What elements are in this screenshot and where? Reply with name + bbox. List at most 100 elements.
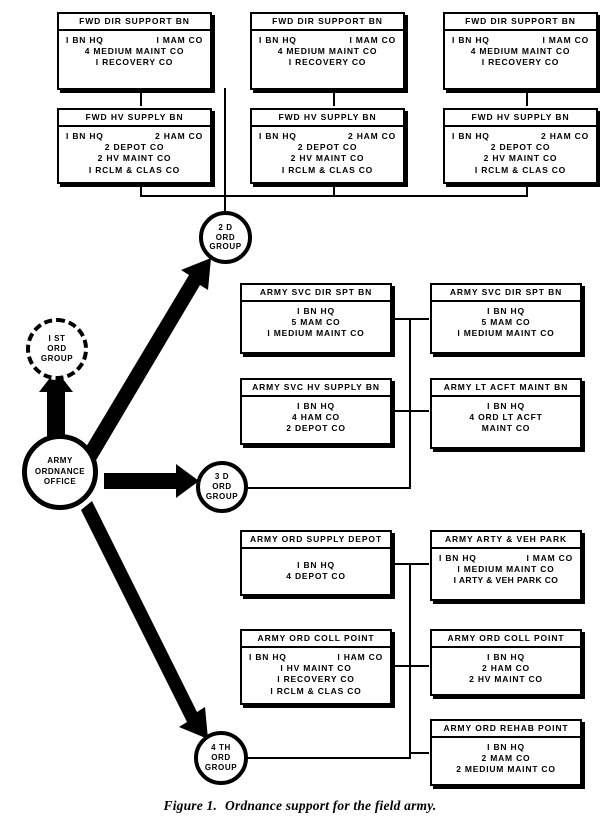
circle-line: GROUP bbox=[40, 353, 74, 363]
connector-3d-left-1 bbox=[392, 318, 411, 320]
box-row: I HV MAINT CO bbox=[280, 663, 352, 674]
box-body: I BN HQ 4 HAM CO 2 DEPOT CO bbox=[242, 397, 390, 439]
box-fwd-hv-supply-3[interactable]: FWD HV SUPPLY BN I BN HQ 2 HAM CO 2 DEPO… bbox=[443, 108, 598, 184]
circle-line: 3 D bbox=[214, 472, 230, 482]
box-row: 4 MEDIUM MAINT CO bbox=[277, 46, 378, 57]
box-army-lt-acft-maint[interactable]: ARMY LT ACFT MAINT BN I BN HQ 4 ORD LT A… bbox=[430, 378, 582, 449]
box-fwd-hv-supply-2[interactable]: FWD HV SUPPLY BN I BN HQ 2 HAM CO 2 DEPO… bbox=[250, 108, 405, 184]
circle-4th-ord-group[interactable]: 4 TH ORD GROUP bbox=[194, 731, 248, 785]
arrow-to-4th-ord-group bbox=[81, 501, 208, 739]
box-row: I BN HQ bbox=[297, 559, 335, 570]
connector-row2-stub-3 bbox=[526, 182, 528, 197]
box-row: I MEDIUM MAINT CO bbox=[267, 328, 365, 339]
circle-1st-ord-group[interactable]: I ST ORD GROUP bbox=[26, 318, 88, 380]
connector-4th-right-2 bbox=[409, 665, 429, 667]
arrow-to-2d-ord-group bbox=[83, 258, 211, 462]
box-row: I BN HQ bbox=[487, 305, 525, 316]
box-row: I BN HQ I HAM CO bbox=[249, 651, 383, 662]
box-body: I BN HQ 2 HAM CO 2 HV MAINT CO bbox=[432, 648, 580, 690]
box-row: I RCLM & CLAS CO bbox=[270, 685, 362, 696]
connector-row1-stub-1 bbox=[140, 88, 142, 106]
box-row: I ARTY & VEH PARK CO bbox=[453, 575, 559, 586]
circle-line: ORD bbox=[211, 753, 231, 763]
box-title: FWD DIR SUPPORT BN bbox=[252, 14, 403, 31]
connector-4th-right-3 bbox=[409, 752, 429, 754]
connector-row2-stub-2 bbox=[333, 182, 335, 197]
box-row: 2 DEPOT CO bbox=[286, 423, 346, 434]
circle-2d-ord-group[interactable]: 2 D ORD GROUP bbox=[199, 211, 252, 264]
box-row: 2 HAM CO bbox=[482, 663, 530, 674]
box-body: I BN HQ I MAM CO 4 MEDIUM MAINT CO I REC… bbox=[445, 31, 596, 73]
box-army-arty-veh-park[interactable]: ARMY ARTY & VEH PARK I BN HQ I MAM CO I … bbox=[430, 530, 582, 601]
connector-spine-4th bbox=[409, 563, 411, 758]
box-army-svc-dir-spt-right[interactable]: ARMY SVC DIR SPT BN I BN HQ 5 MAM CO I M… bbox=[430, 283, 582, 354]
box-row: I BN HQ bbox=[487, 651, 525, 662]
connector-spine-3d bbox=[409, 318, 411, 488]
box-row: MAINT CO bbox=[481, 423, 531, 434]
box-row: I BN HQ I MAM CO bbox=[259, 34, 396, 45]
box-row: I RECOVERY CO bbox=[481, 57, 560, 68]
hub-line: ORDNANCE bbox=[34, 466, 86, 476]
box-row: 2 DEPOT CO bbox=[104, 142, 165, 153]
box-body: I BN HQ I MAM CO 4 MEDIUM MAINT CO I REC… bbox=[59, 31, 210, 73]
circle-line: GROUP bbox=[205, 491, 239, 501]
box-title: ARMY LT ACFT MAINT BN bbox=[432, 380, 580, 397]
box-army-ord-coll-point-right[interactable]: ARMY ORD COLL POINT I BN HQ 2 HAM CO 2 H… bbox=[430, 629, 582, 696]
box-body: I BN HQ I MAM CO 4 MEDIUM MAINT CO I REC… bbox=[252, 31, 403, 73]
box-row: 4 HAM CO bbox=[292, 412, 340, 423]
circle-line: GROUP bbox=[209, 242, 242, 252]
box-row: 5 MAM CO bbox=[291, 317, 341, 328]
figure-caption-text: Ordnance support for the field army. bbox=[225, 798, 437, 813]
box-body: I BN HQ 2 HAM CO 2 DEPOT CO 2 HV MAINT C… bbox=[252, 127, 403, 180]
box-row: 2 MEDIUM MAINT CO bbox=[456, 764, 556, 775]
arrow-to-1st-ord-group bbox=[39, 370, 73, 437]
box-row: 2 DEPOT CO bbox=[297, 142, 358, 153]
circle-line: GROUP bbox=[204, 762, 238, 772]
box-row: I RCLM & CLAS CO bbox=[281, 164, 374, 175]
box-body: I BN HQ I MAM CO I MEDIUM MAINT CO I ART… bbox=[432, 549, 580, 591]
box-row: I BN HQ 2 HAM CO bbox=[259, 130, 396, 141]
box-row: I BN HQ I MAM CO bbox=[66, 34, 203, 45]
box-army-ord-coll-point-left[interactable]: ARMY ORD COLL POINT I BN HQ I HAM CO I H… bbox=[240, 629, 392, 705]
box-fwd-dir-support-1[interactable]: FWD DIR SUPPORT BN I BN HQ I MAM CO 4 ME… bbox=[57, 12, 212, 90]
box-army-ord-supply-depot[interactable]: ARMY ORD SUPPLY DEPOT I BN HQ 4 DEPOT CO bbox=[240, 530, 392, 596]
box-row: 2 DEPOT CO bbox=[490, 142, 551, 153]
box-fwd-dir-support-3[interactable]: FWD DIR SUPPORT BN I BN HQ I MAM CO 4 ME… bbox=[443, 12, 598, 90]
box-title: FWD DIR SUPPORT BN bbox=[59, 14, 210, 31]
box-title: FWD HV SUPPLY BN bbox=[445, 110, 596, 127]
circle-3d-ord-group[interactable]: 3 D ORD GROUP bbox=[196, 461, 248, 513]
circle-line: I ST bbox=[48, 334, 66, 344]
box-body: I BN HQ 5 MAM CO I MEDIUM MAINT CO bbox=[242, 302, 390, 344]
box-row: I BN HQ bbox=[297, 400, 335, 411]
hub-line: ARMY bbox=[47, 456, 73, 466]
circle-army-ordnance-office[interactable]: ARMY ORDNANCE OFFICE bbox=[22, 434, 98, 510]
box-army-svc-dir-spt-left[interactable]: ARMY SVC DIR SPT BN I BN HQ 5 MAM CO I M… bbox=[240, 283, 392, 354]
box-title: ARMY SVC DIR SPT BN bbox=[432, 285, 580, 302]
box-title: ARMY ORD COLL POINT bbox=[242, 631, 390, 648]
box-row: 2 HV MAINT CO bbox=[97, 153, 172, 164]
box-row: 2 HV MAINT CO bbox=[290, 153, 365, 164]
box-row: I BN HQ 2 HAM CO bbox=[66, 130, 203, 141]
box-row: 4 DEPOT CO bbox=[286, 571, 346, 582]
box-title: FWD DIR SUPPORT BN bbox=[445, 14, 596, 31]
box-body: I BN HQ 2 MAM CO 2 MEDIUM MAINT CO bbox=[432, 738, 580, 780]
box-row: I BN HQ bbox=[297, 305, 335, 316]
box-army-ord-rehab-point[interactable]: ARMY ORD REHAB POINT I BN HQ 2 MAM CO 2 … bbox=[430, 719, 582, 786]
connector-3d-right-1 bbox=[409, 318, 429, 320]
box-row: I MEDIUM MAINT CO bbox=[457, 328, 555, 339]
connector-4th-left-1 bbox=[392, 563, 411, 565]
box-body: I BN HQ 2 HAM CO 2 DEPOT CO 2 HV MAINT C… bbox=[59, 127, 210, 180]
connector-row2-stub-1 bbox=[140, 182, 142, 197]
box-fwd-dir-support-2[interactable]: FWD DIR SUPPORT BN I BN HQ I MAM CO 4 ME… bbox=[250, 12, 405, 90]
circle-line: ORD bbox=[47, 344, 67, 354]
box-row: I MEDIUM MAINT CO bbox=[457, 564, 555, 575]
box-row: I BN HQ bbox=[487, 400, 525, 411]
connector-4th-left-2 bbox=[392, 665, 411, 667]
box-army-svc-hv-supply[interactable]: ARMY SVC HV SUPPLY BN I BN HQ 4 HAM CO 2… bbox=[240, 378, 392, 445]
box-fwd-hv-supply-1[interactable]: FWD HV SUPPLY BN I BN HQ 2 HAM CO 2 DEPO… bbox=[57, 108, 212, 184]
box-title: ARMY ORD SUPPLY DEPOT bbox=[242, 532, 390, 549]
box-row: 4 MEDIUM MAINT CO bbox=[84, 46, 185, 57]
hub-line: OFFICE bbox=[43, 477, 77, 487]
connector-3d-to-circle bbox=[246, 487, 411, 489]
